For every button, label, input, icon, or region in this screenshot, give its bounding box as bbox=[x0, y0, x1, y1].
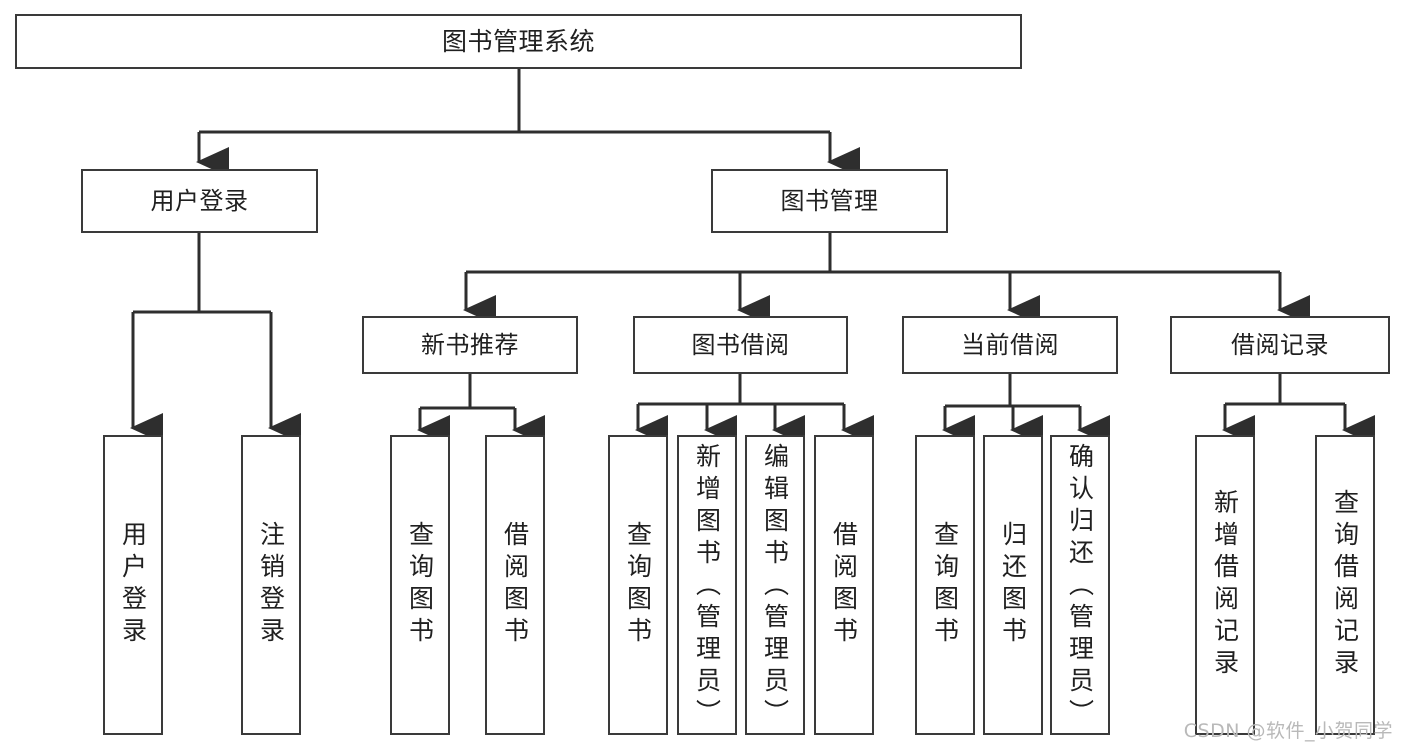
node-label: 借阅图书 bbox=[829, 521, 859, 649]
leaf-borrow-record-add-record[interactable]: 新增借阅记录 bbox=[1195, 435, 1255, 735]
leaf-current-borrow-query-book[interactable]: 查询图书 bbox=[915, 435, 975, 735]
node-label: 当前借阅 bbox=[961, 330, 1059, 359]
node-label: 编辑图书（管理员） bbox=[760, 443, 790, 731]
node-label: 查询借阅记录 bbox=[1330, 489, 1360, 681]
node-book-borrow[interactable]: 图书借阅 bbox=[633, 316, 848, 374]
leaf-book-borrow-borrow-book[interactable]: 借阅图书 bbox=[814, 435, 874, 735]
node-label: 查询图书 bbox=[405, 521, 435, 649]
csdn-watermark: CSDN @软件_小贺同学 bbox=[1183, 720, 1393, 742]
leaf-current-borrow-confirm-return-admin[interactable]: 确认归还（管理员） bbox=[1050, 435, 1110, 735]
leaf-book-borrow-edit-book-admin[interactable]: 编辑图书（管理员） bbox=[745, 435, 805, 735]
node-current-borrow[interactable]: 当前借阅 bbox=[902, 316, 1118, 374]
leaf-current-borrow-return-book[interactable]: 归还图书 bbox=[983, 435, 1043, 735]
node-user-login[interactable]: 用户登录 bbox=[81, 169, 318, 233]
node-label: 新增图书（管理员） bbox=[692, 443, 722, 731]
node-label: 注销登录 bbox=[256, 521, 286, 649]
node-label: 用户登录 bbox=[150, 186, 249, 215]
leaf-borrow-record-query-record[interactable]: 查询借阅记录 bbox=[1315, 435, 1375, 735]
node-label: 归还图书 bbox=[998, 521, 1028, 649]
leaf-new-book-query-book[interactable]: 查询图书 bbox=[390, 435, 450, 735]
node-borrow-record[interactable]: 借阅记录 bbox=[1170, 316, 1390, 374]
node-label: 借阅图书 bbox=[500, 521, 530, 649]
node-root-book-management-system[interactable]: 图书管理系统 bbox=[15, 14, 1022, 69]
node-label: 查询图书 bbox=[930, 521, 960, 649]
node-label: 确认归还（管理员） bbox=[1065, 443, 1095, 731]
node-book-management[interactable]: 图书管理 bbox=[711, 169, 948, 233]
node-label: 图书借阅 bbox=[691, 330, 790, 359]
leaf-user-login-login[interactable]: 用户登录 bbox=[103, 435, 163, 735]
node-label: 借阅记录 bbox=[1231, 330, 1329, 359]
leaf-user-login-logout[interactable]: 注销登录 bbox=[241, 435, 301, 735]
node-label: 用户登录 bbox=[118, 521, 148, 649]
leaf-book-borrow-query-book[interactable]: 查询图书 bbox=[608, 435, 668, 735]
leaf-new-book-borrow-book[interactable]: 借阅图书 bbox=[485, 435, 545, 735]
node-label: 新增借阅记录 bbox=[1210, 489, 1240, 681]
node-label: 图书管理 bbox=[780, 186, 879, 215]
node-label: 查询图书 bbox=[623, 521, 653, 649]
node-label: 图书管理系统 bbox=[441, 26, 595, 56]
node-new-book-recommend[interactable]: 新书推荐 bbox=[362, 316, 578, 374]
leaf-book-borrow-add-book-admin[interactable]: 新增图书（管理员） bbox=[677, 435, 737, 735]
node-label: 新书推荐 bbox=[421, 330, 519, 359]
